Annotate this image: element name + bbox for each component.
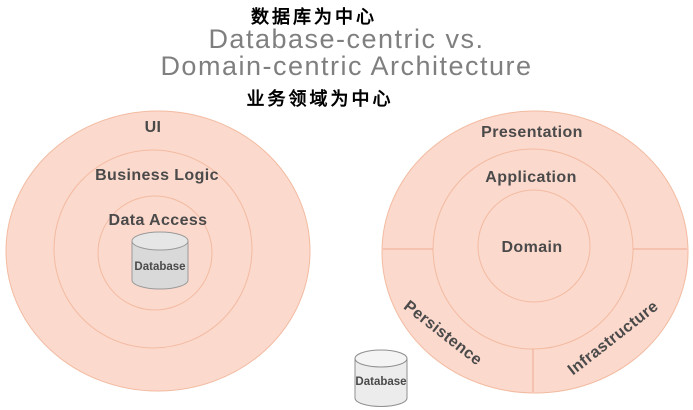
subtitle-domain-centric-zh: 业务领域为中心: [246, 89, 394, 109]
cylinder-body: [354, 358, 408, 407]
page-title-line1: Database-centric vs.: [208, 24, 485, 54]
right-inner-ring: [477, 189, 591, 303]
left-diagram: UI Business Logic Data Access Database: [5, 110, 311, 392]
cylinder-body: [131, 241, 189, 290]
left-outer-ring-label: UI: [145, 119, 162, 136]
right-diagram: Presentation Application Domain Persiste…: [354, 110, 689, 407]
page-title: Database-centric vs. Domain-centric Arch…: [0, 26, 693, 80]
database-cylinder-icon-right: Database: [354, 349, 408, 407]
database-cylinder-icon-left: Database: [131, 231, 189, 290]
right-database-label: Database: [355, 376, 406, 388]
left-inner-ring-label: Data Access: [109, 212, 208, 229]
right-middle-ring-label: Application: [485, 169, 577, 186]
subtitle-database-centric-zh: 数据库为中心: [251, 7, 377, 27]
cylinder-top: [131, 231, 189, 251]
right-outer-ring-label: Presentation: [481, 124, 583, 141]
right-inner-ring-label: Domain: [501, 239, 562, 256]
cylinder-top: [354, 349, 408, 368]
left-middle-ring-label: Business Logic: [95, 167, 219, 184]
page-title-line2: Domain-centric Architecture: [160, 51, 533, 81]
left-database-label: Database: [134, 261, 185, 273]
